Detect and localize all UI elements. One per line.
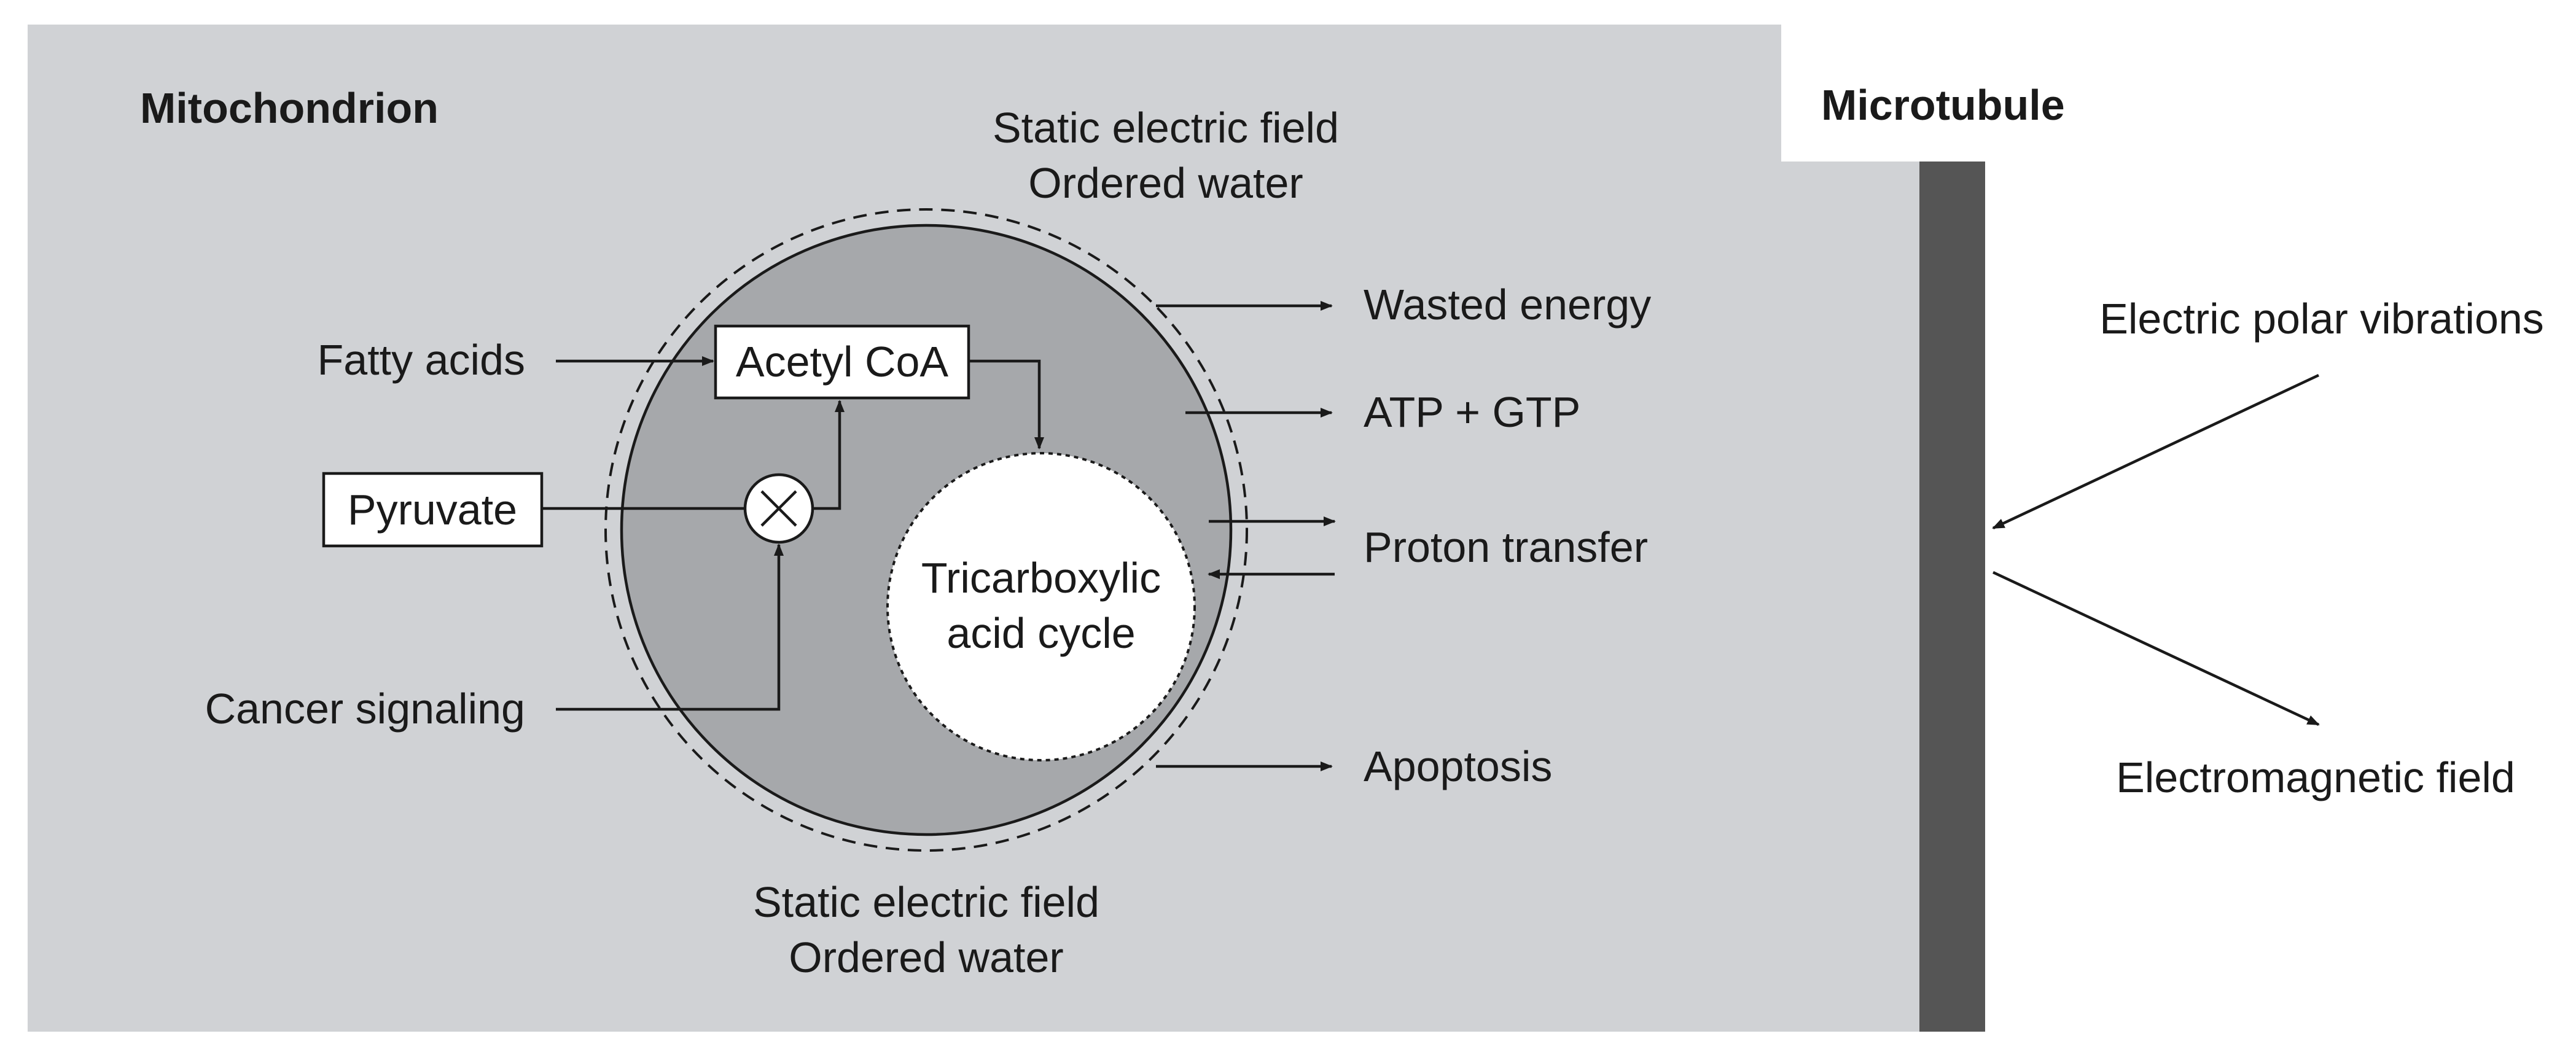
junction-cross-icon xyxy=(760,490,797,527)
field-bottom-line1: Static electric field xyxy=(753,878,1099,926)
atp-gtp-label: ATP + GTP xyxy=(1364,388,1580,436)
acetyl-coa-label: Acetyl CoA xyxy=(736,338,949,386)
mitochondrion-title: Mitochondrion xyxy=(140,84,439,132)
cancer-signaling-label: Cancer signaling xyxy=(205,685,525,733)
field-top-line1: Static electric field xyxy=(993,104,1339,152)
tca-cycle-circle xyxy=(886,452,1196,761)
proton-transfer-label: Proton transfer xyxy=(1364,523,1648,571)
arrow-junction-to-acetyl-coa xyxy=(813,399,845,510)
field-dashed-ring xyxy=(604,208,1248,852)
wasted-energy-label: Wasted energy xyxy=(1364,281,1651,329)
arrow-cancer-signaling-to-junction xyxy=(556,543,784,711)
electromagnetic-field-label: Electromagnetic field xyxy=(2116,753,2515,801)
microtubule-title: Microtubule xyxy=(1821,81,2065,129)
polar-vibrations-label: Electric polar vibrations xyxy=(2099,295,2544,343)
microtubule-bar xyxy=(1919,162,1985,1032)
field-top-line2: Ordered water xyxy=(1028,159,1303,207)
arrow-acetyl-coa-to-tca xyxy=(969,359,1045,450)
tca-label-line2: acid cycle xyxy=(946,609,1135,657)
fatty-acids-label: Fatty acids xyxy=(318,336,525,384)
pyruvate-box xyxy=(322,472,544,548)
field-bottom-line2: Ordered water xyxy=(789,933,1063,981)
apoptosis-label: Apoptosis xyxy=(1364,742,1552,790)
pyruvate-label: Pyruvate xyxy=(348,486,517,534)
arrow-polar-vibrations xyxy=(1992,373,2319,530)
tca-label-line1: Tricarboxylic xyxy=(921,554,1161,602)
arrow-electromagnetic-field xyxy=(1992,570,2320,726)
